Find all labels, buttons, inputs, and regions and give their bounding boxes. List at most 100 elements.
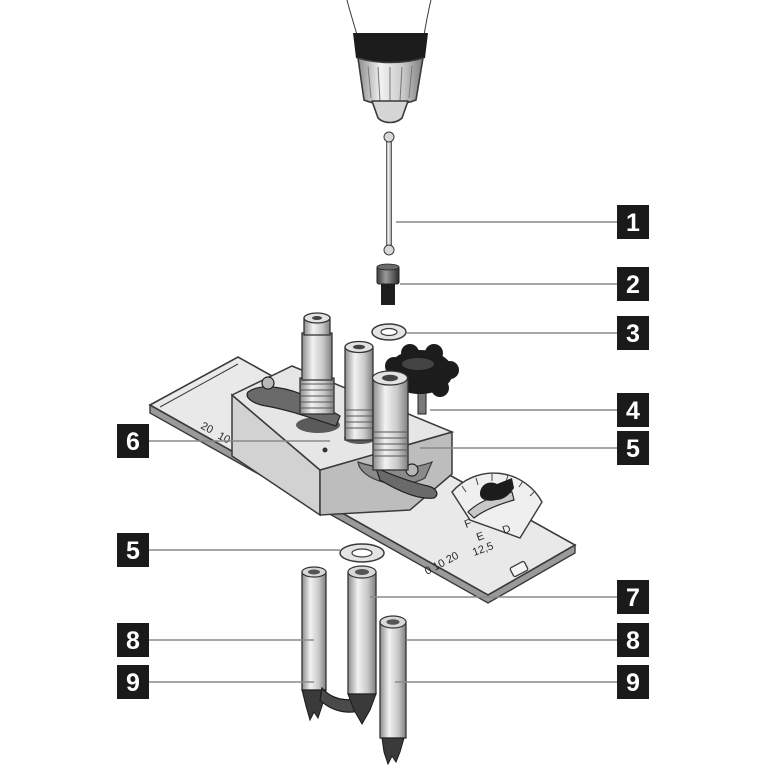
plate-slot: [509, 560, 529, 578]
callout-box: [617, 623, 649, 657]
callout-5-right: 5: [617, 431, 649, 465]
drill-bit-middle-bore: [355, 569, 369, 575]
clamp-screw-left: [261, 376, 275, 390]
dial-mark-d: D: [501, 523, 513, 537]
drill-bit-middle-shank: [347, 571, 377, 695]
shaft-bottom-ball: [383, 244, 395, 256]
callout-7: 7: [617, 580, 649, 614]
part-5-lower-washer: [339, 543, 385, 563]
chuck-rib: [377, 66, 381, 102]
plate-scale-left-10: 10: [216, 430, 232, 446]
block-pin: [322, 447, 328, 453]
knob-highlight: [402, 358, 434, 370]
dial-tick: [529, 490, 536, 497]
callout-box: [617, 267, 649, 301]
angle-dial: F E 12,5 D: [451, 472, 543, 559]
bushing-middle-body: [344, 346, 374, 441]
drill-housing-right-edge: [423, 0, 432, 36]
callout-9-left: 9: [117, 665, 149, 699]
clamp-arm-right-body: [375, 466, 438, 499]
callout-box: [617, 316, 649, 350]
dial-tick: [461, 485, 467, 493]
callout-box: [617, 431, 649, 465]
clamp-arm-left: [246, 376, 341, 427]
washer-hole: [380, 327, 398, 337]
callout-box: [117, 623, 149, 657]
callout-3: 3: [617, 316, 649, 350]
screw-head-top: [376, 263, 400, 271]
bushing-left: [299, 312, 335, 415]
callout-label: 5: [126, 537, 140, 565]
part-2-socket-screw: [376, 263, 400, 305]
chuck-rib: [399, 66, 403, 102]
callout-1: 1: [617, 205, 649, 239]
bushing-middle-thread-lines: [345, 409, 373, 429]
drill-bit-left-bore: [308, 569, 320, 575]
bushing-right-bore: [382, 374, 398, 382]
knob-lobe: [401, 344, 419, 362]
drill-bit-left: [301, 566, 327, 722]
clamp-arm-left-body: [246, 386, 341, 427]
callout-label: 8: [626, 627, 640, 655]
callout-9-right: 9: [617, 665, 649, 699]
dial-mark-f: F: [463, 517, 474, 531]
chuck-ribs: [367, 65, 413, 102]
knob-lobe: [431, 379, 449, 397]
callout-8-right: 8: [617, 623, 649, 657]
bushing-right: [371, 370, 409, 471]
bushing-left-bore: [312, 316, 322, 320]
drill-bit-right-shank: [379, 621, 407, 739]
callout-box: [617, 665, 649, 699]
drill-bit-left-shank: [301, 571, 327, 691]
bushing-middle-bore: [353, 344, 365, 350]
dial-tick: [518, 480, 524, 488]
shaft-rod: [386, 137, 392, 249]
screw-thread: [381, 284, 395, 305]
callout-box: [117, 424, 149, 458]
bushing-right-thread-lines: [373, 431, 408, 457]
drill-collar: [353, 33, 428, 63]
callout-box: [617, 580, 649, 614]
callout-8-left: 8: [117, 623, 149, 657]
callout-label: 3: [626, 320, 640, 348]
callout-label: 9: [626, 669, 640, 697]
bushing-left-body: [301, 332, 333, 381]
callout-label: 4: [626, 397, 640, 425]
callout-5-left: 5: [117, 533, 149, 567]
plate-scale-left-20: 20: [199, 420, 215, 436]
callout-2: 2: [617, 267, 649, 301]
callout-box: [617, 393, 649, 427]
shaft-top-ball: [383, 131, 395, 143]
callout-label: 7: [626, 584, 640, 612]
callout-box: [117, 665, 149, 699]
callout-4: 4: [617, 393, 649, 427]
drill-chuck: [346, 0, 432, 124]
callout-label: 1: [626, 209, 640, 237]
callout-label: 9: [126, 669, 140, 697]
knob-lobe: [425, 344, 443, 362]
callout-label: 5: [626, 435, 640, 463]
clamp-arm-right: [375, 463, 438, 499]
part-3-washer: [371, 323, 407, 341]
chuck-rib: [367, 65, 372, 99]
bushing-middle: [344, 340, 374, 441]
drill-bit-middle-cutter: [347, 693, 377, 726]
plate-inner-line: [159, 363, 239, 408]
part-1-drive-shaft: [383, 131, 395, 256]
chuck-rib: [408, 65, 413, 99]
drill-bit-middle: [347, 565, 377, 726]
dial-tick: [475, 477, 479, 486]
callout-label: 6: [126, 428, 140, 456]
dial-mark-e: E: [475, 530, 486, 544]
callout-box: [617, 205, 649, 239]
callout-label: 8: [126, 627, 140, 655]
leader-lines: [149, 221, 617, 683]
wing-nut-icon: [480, 478, 514, 501]
drill-bit-right-bore: [386, 619, 400, 625]
callout-box: [117, 533, 149, 567]
callout-label: 2: [626, 271, 640, 299]
drill-housing-left-edge: [346, 0, 358, 36]
knob-lobe: [441, 361, 459, 379]
bushing-left-thread-lines: [300, 383, 334, 409]
